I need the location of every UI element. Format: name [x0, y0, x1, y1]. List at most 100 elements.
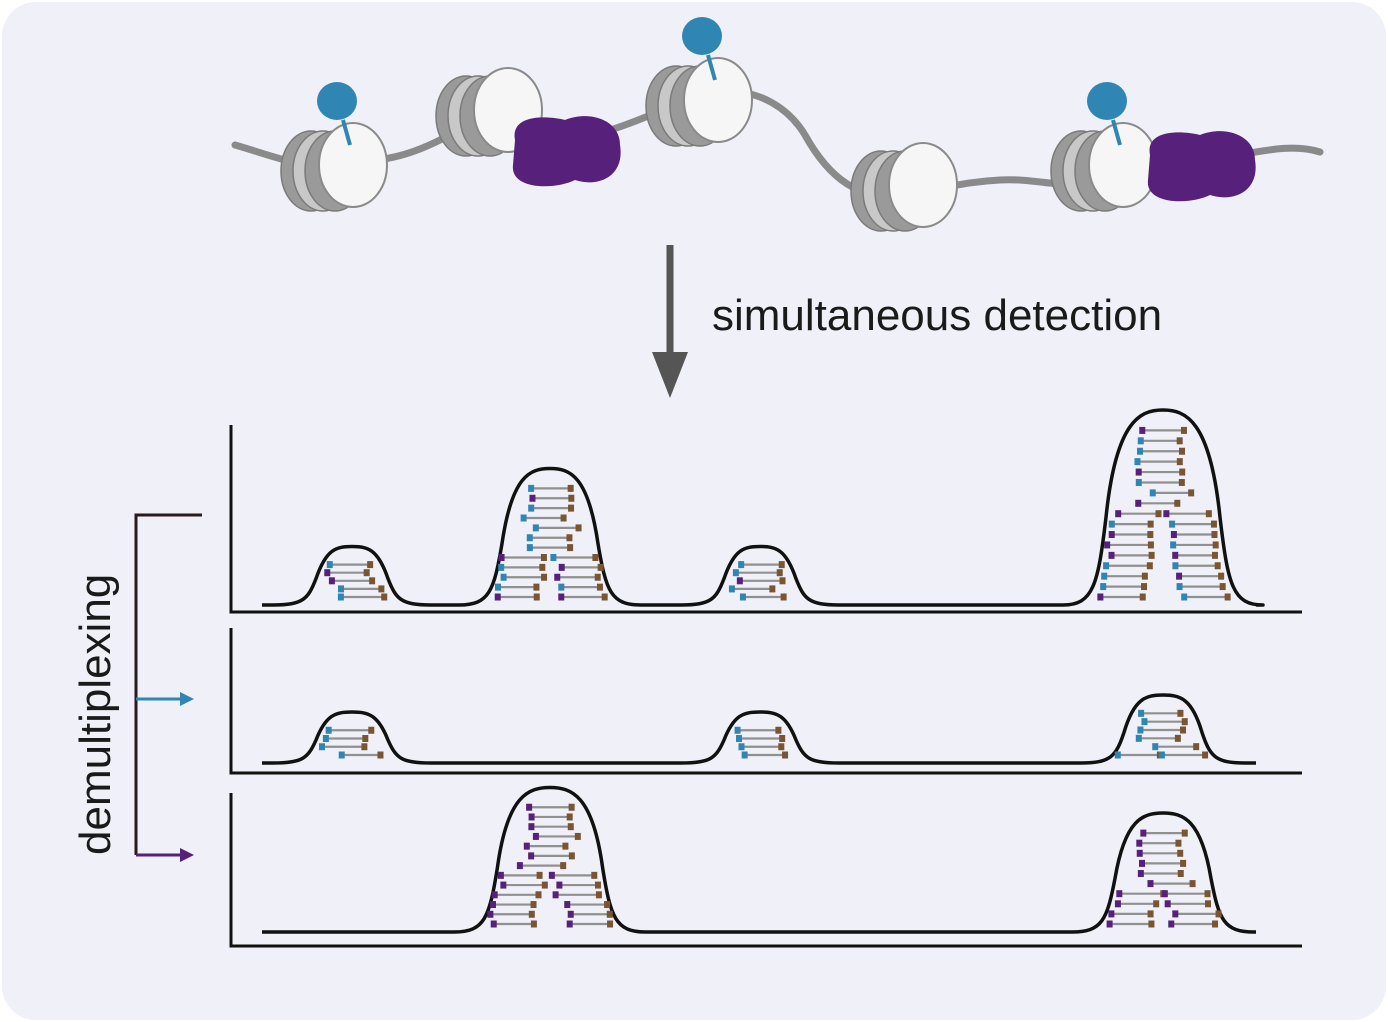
read [529, 494, 575, 502]
track-purple [229, 785, 1302, 948]
read-left-tag [1135, 478, 1142, 486]
read-left-tag [1114, 900, 1121, 908]
read-right-tag [568, 494, 575, 502]
read [337, 593, 388, 601]
read-left-tag [1158, 751, 1165, 759]
read-left-tag [1181, 593, 1188, 601]
read-left-tag [1104, 541, 1111, 549]
read [526, 544, 574, 552]
read [1170, 541, 1219, 549]
read [528, 504, 575, 512]
read [732, 569, 783, 577]
read-left-tag [528, 823, 535, 831]
read-right-tag [1212, 920, 1219, 928]
nucleosome-face [888, 142, 958, 228]
read [497, 871, 543, 879]
read-right-tag [1210, 520, 1217, 528]
read-right-tag [1148, 551, 1155, 559]
read-left-tag [1108, 531, 1115, 539]
read-left-tag [520, 514, 527, 522]
read-right-tag [591, 871, 598, 879]
read-right-tag [778, 743, 785, 751]
read [1135, 499, 1181, 507]
read-right-tag [533, 593, 540, 601]
read-left-tag [1137, 726, 1144, 734]
nucleosome [1050, 82, 1256, 212]
read-left-tag [1139, 426, 1146, 434]
protein-blob [1147, 131, 1256, 202]
read-right-tag [368, 726, 375, 734]
signal-tracks [229, 408, 1302, 948]
read-left-tag [338, 585, 345, 593]
read-left-tag [738, 743, 745, 751]
read-right-tag [533, 583, 540, 591]
read-right-tag [778, 561, 785, 569]
read-left-tag [326, 561, 333, 569]
read-left-tag [1147, 880, 1154, 888]
read-right-tag [1193, 743, 1200, 751]
read [1139, 859, 1187, 867]
read [1137, 726, 1187, 734]
read-left-tag [526, 534, 533, 542]
nucleosome [435, 67, 621, 187]
read-right-tag [1211, 531, 1218, 539]
read-left-tag [324, 569, 331, 577]
read [1152, 743, 1200, 751]
read-left-tag [498, 563, 505, 571]
read [734, 726, 782, 734]
read-right-tag [595, 891, 602, 899]
read-right-tag [1204, 890, 1211, 898]
read-right-tag [604, 901, 611, 909]
read-right-tag [574, 832, 581, 840]
read-right-tag [1219, 583, 1226, 591]
read [528, 823, 574, 831]
read [338, 751, 384, 759]
read-left-tag [325, 726, 332, 734]
read-right-tag [536, 871, 543, 879]
read [1134, 458, 1183, 466]
read [1136, 849, 1184, 857]
read-left-tag [741, 751, 748, 759]
read-right-tag [1177, 849, 1184, 857]
read [338, 585, 385, 593]
read-left-tag [494, 583, 501, 591]
read-right-tag [541, 573, 548, 581]
read-left-tag [734, 726, 741, 734]
read [1172, 910, 1222, 918]
read-left-tag [532, 832, 539, 840]
read-right-tag [776, 569, 783, 577]
read [1108, 910, 1154, 918]
read-left-tag [1168, 920, 1175, 928]
read-right-tag [1211, 551, 1218, 559]
read-left-tag [1135, 468, 1142, 476]
read-left-tag [1161, 890, 1168, 898]
read [318, 743, 368, 751]
read [325, 726, 375, 734]
read [548, 871, 598, 879]
read [558, 593, 608, 601]
read-left-tag [1137, 870, 1144, 877]
read [566, 920, 614, 928]
read [498, 554, 547, 561]
read-left-tag [1149, 489, 1156, 497]
read-left-tag [1108, 520, 1115, 528]
read-left-tag [1170, 541, 1177, 549]
read-right-tag [1178, 447, 1185, 455]
read-right-tag [567, 484, 574, 492]
read-right-tag [601, 593, 608, 601]
read [1101, 572, 1148, 580]
read [1135, 468, 1186, 476]
nucleosome-face [318, 122, 388, 208]
read-right-tag [1177, 870, 1184, 877]
read-left-tag [1139, 859, 1146, 867]
read [736, 577, 786, 585]
read-left-tag [338, 751, 345, 759]
read [528, 813, 573, 821]
read-left-tag [528, 484, 535, 492]
read [1135, 734, 1181, 742]
nucleosome [645, 17, 753, 147]
read [326, 561, 374, 569]
read-left-tag [1170, 531, 1177, 539]
read-right-tag [539, 563, 546, 571]
read-left-tag [558, 593, 565, 601]
